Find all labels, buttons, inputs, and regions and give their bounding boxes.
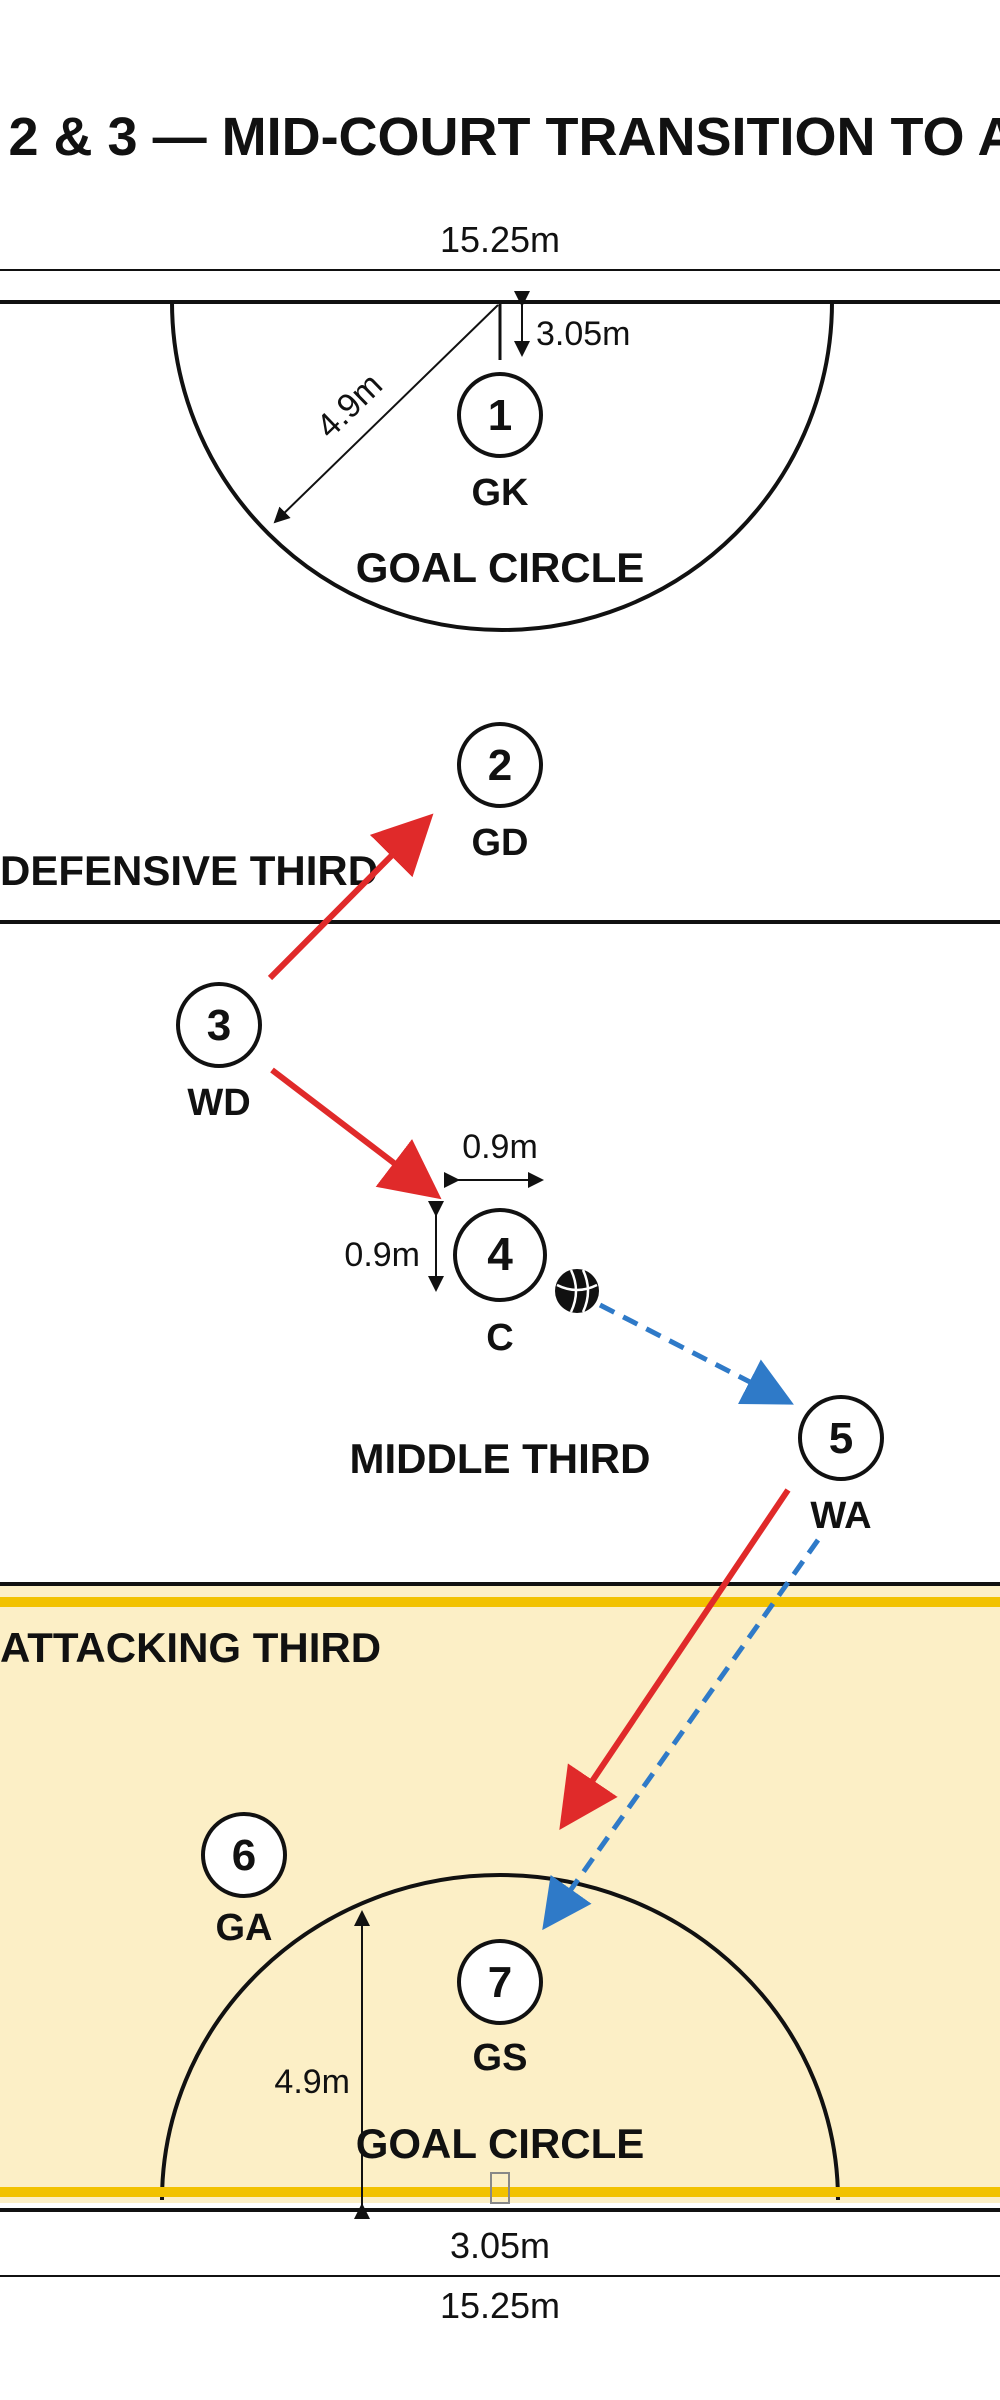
player-number: 5 xyxy=(829,1414,853,1463)
player-position: GD xyxy=(472,822,529,864)
goal-width-label: 3.05m xyxy=(450,2225,550,2266)
centre-width-label: 0.9m xyxy=(462,1128,538,1166)
goal-post-bottom xyxy=(490,2172,510,2204)
bottom-width-label: 15.25m xyxy=(440,2285,560,2326)
middle-third-label: MIDDLE THIRD xyxy=(350,1435,651,1482)
top-radius-arrow xyxy=(273,304,499,524)
top-width-label: 15.25m xyxy=(440,219,560,260)
run-arrow-wa-to-circle xyxy=(559,1488,791,1830)
player-gk: 1 GK xyxy=(457,372,543,514)
goal-circle-bottom xyxy=(160,1873,840,2201)
player-number: 2 xyxy=(488,741,512,790)
player-position: GS xyxy=(473,2037,528,2079)
run-arrow-wd-to-c xyxy=(270,1067,442,1200)
goal-circle-top xyxy=(170,301,834,632)
player-position: C xyxy=(486,1317,513,1359)
pass-arrow-c-to-wa xyxy=(598,1302,794,1405)
top-radius-label: 4.9m xyxy=(309,366,390,446)
page-title: SE 2 & 3 — MID-COURT TRANSITION TO ATT xyxy=(0,107,1000,167)
player-number: 6 xyxy=(232,1831,256,1880)
centre-height-label: 0.9m xyxy=(344,1236,420,1274)
netball-icon xyxy=(555,1269,599,1313)
defensive-third-label: DEFENSIVE THIRD xyxy=(0,847,378,894)
bottom-radius-label: 4.9m xyxy=(274,2063,350,2101)
player-number: 1 xyxy=(488,391,512,440)
player-gs: 7 GS xyxy=(457,1939,543,2079)
player-number: 4 xyxy=(487,1228,513,1280)
top-offset-label: 3.05m xyxy=(536,315,631,353)
player-ga: 6 GA xyxy=(201,1812,287,1949)
goal-circle-top-label: GOAL CIRCLE xyxy=(356,544,645,591)
player-number: 7 xyxy=(488,1958,512,2007)
player-c: 4 C xyxy=(453,1208,547,1359)
player-wa: 5 WA xyxy=(798,1395,884,1537)
player-gd: 2 GD xyxy=(457,722,543,864)
player-position: WD xyxy=(187,1082,250,1124)
attacking-third-area xyxy=(0,1583,1000,2203)
player-position: GK xyxy=(472,472,530,514)
player-wd: 3 WD xyxy=(176,982,262,1124)
run-arrow-wd-to-gd xyxy=(267,813,434,981)
player-number: 3 xyxy=(207,1001,231,1050)
player-position: GA xyxy=(216,1907,273,1949)
player-position: WA xyxy=(810,1495,871,1537)
attacking-third-label: ATTACKING THIRD xyxy=(0,1624,381,1671)
goal-circle-bottom-label: GOAL CIRCLE xyxy=(356,2120,645,2167)
